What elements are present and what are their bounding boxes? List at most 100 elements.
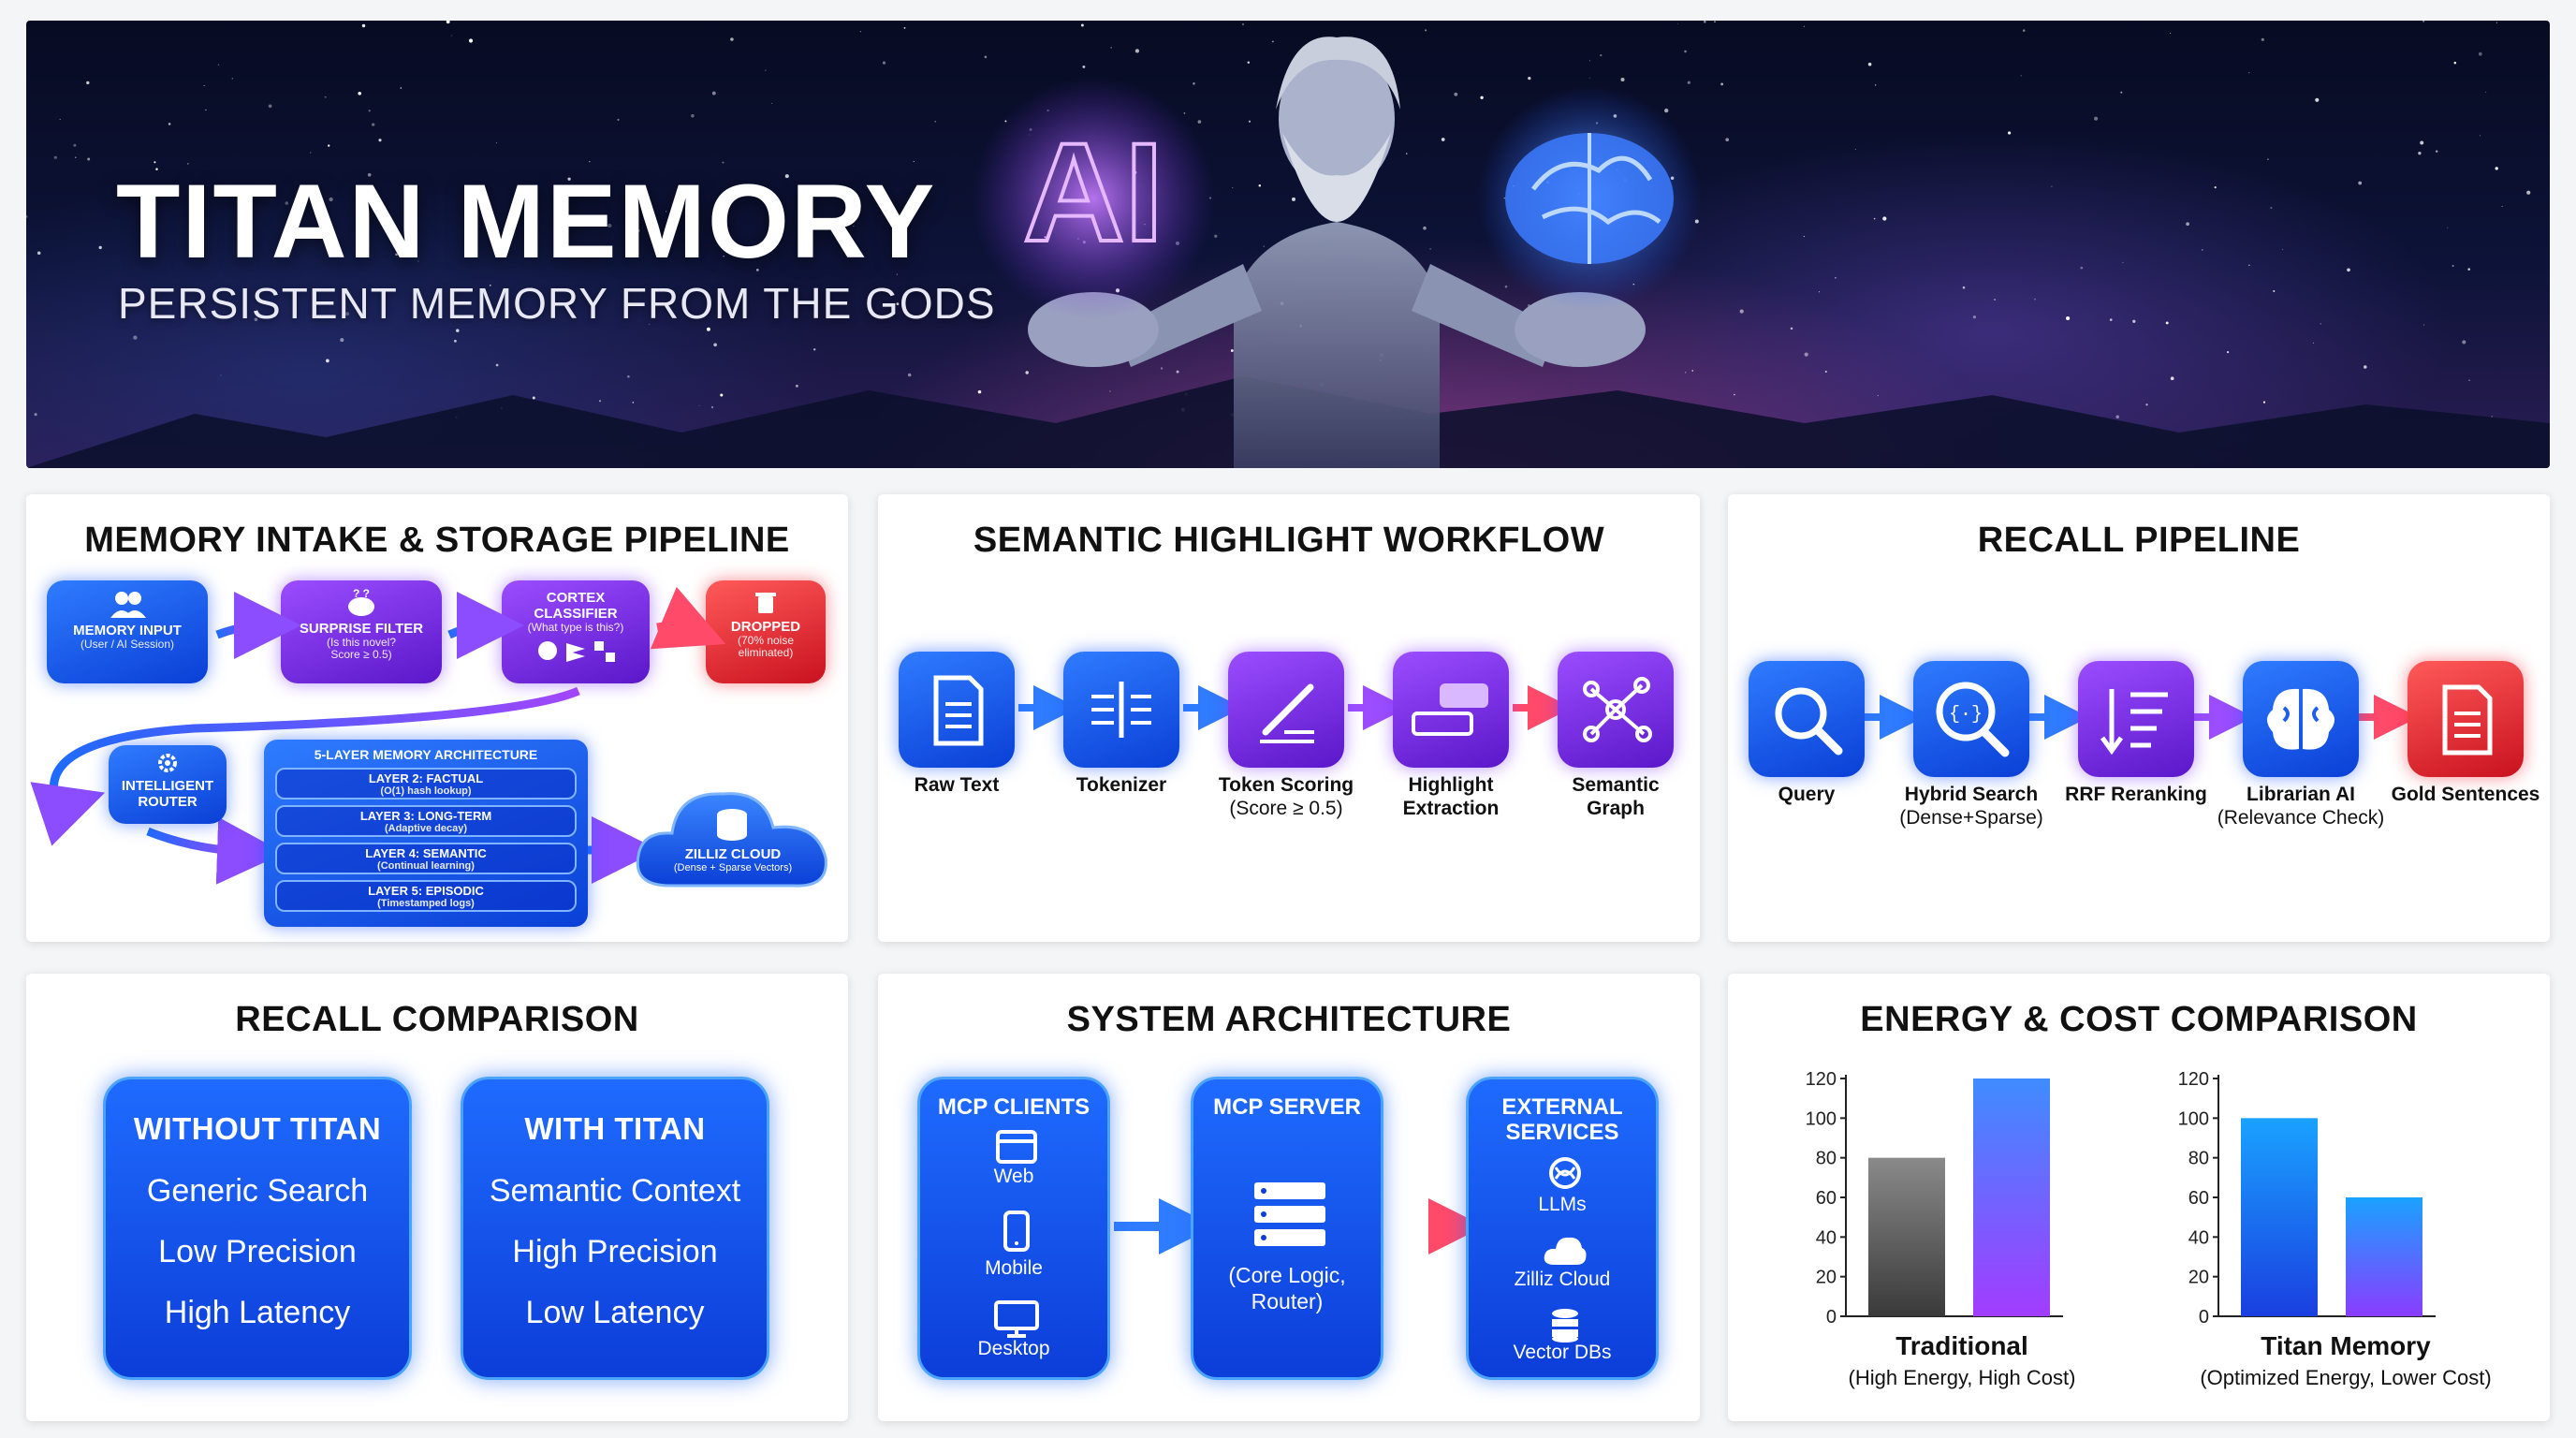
star <box>2214 186 2217 189</box>
star <box>1600 53 1603 57</box>
star <box>2501 206 2503 208</box>
star <box>1242 23 1244 25</box>
star <box>2145 404 2148 406</box>
star <box>1248 120 1251 123</box>
star <box>2495 167 2498 170</box>
token-scoring-label: Token Scoring (Score ≥ 0.5) <box>1193 773 1380 820</box>
star <box>1454 92 1458 96</box>
star <box>1818 291 1821 293</box>
chart-2-bar-1 <box>2241 1118 2318 1316</box>
star <box>468 38 474 43</box>
star <box>358 91 362 95</box>
star <box>75 156 77 158</box>
star <box>367 172 372 177</box>
surprise-filter-label: SURPRISE FILTER <box>299 621 424 637</box>
layer-episodic-name: LAYER 5: EPISODIC <box>368 884 484 898</box>
star <box>186 163 189 165</box>
star <box>2248 264 2250 266</box>
semantic-graph-node <box>1558 652 1674 768</box>
chart-1-tick-label: 80 <box>1816 1149 1837 1169</box>
star <box>723 256 724 257</box>
star <box>1790 327 1793 330</box>
ai-glow-text: AI <box>1023 113 1164 271</box>
star <box>2261 37 2264 41</box>
star <box>2020 75 2022 77</box>
star <box>86 81 90 85</box>
zilliz-cloud-shape <box>636 792 827 888</box>
star <box>1504 285 1508 288</box>
query-node <box>1749 661 1865 777</box>
star <box>1025 371 1029 374</box>
star <box>2423 324 2425 326</box>
layer-episodic: LAYER 5: EPISODIC (Timestamped logs) <box>275 880 577 912</box>
mcp-clients-heading: MCP CLIENTS <box>937 1094 1090 1120</box>
star <box>1406 153 1408 154</box>
star <box>2484 91 2487 94</box>
star <box>1230 349 1234 352</box>
layer-factual-name: LAYER 2: FACTUAL <box>368 771 484 785</box>
layer-factual: LAYER 2: FACTUAL (O(1) hash lookup) <box>275 768 577 800</box>
cloud-icon <box>1544 1237 1587 1265</box>
star <box>59 118 61 121</box>
librarian-ai-label-text: Librarian AI <box>2247 784 2355 805</box>
star <box>713 343 717 347</box>
external-services-card: EXTERNAL SERVICES LLMs Zilliz Cloud Vect… <box>1466 1077 1659 1380</box>
star <box>324 95 327 98</box>
star <box>495 363 499 367</box>
highlight-title: SEMANTIC HIGHLIGHT WORKFLOW <box>973 521 1605 560</box>
star <box>2262 401 2266 404</box>
document-icon <box>933 675 984 746</box>
star <box>771 102 773 104</box>
star <box>1214 234 1218 238</box>
token-scoring-node <box>1228 652 1344 768</box>
rrf-reranking-node <box>2078 661 2194 777</box>
tokenizer-label-text: Tokenizer <box>1076 774 1167 796</box>
star <box>268 104 272 109</box>
chart-1-xlabel-block: Traditional (High Energy, High Cost) <box>1803 1331 2121 1391</box>
star <box>859 31 861 33</box>
star <box>2248 72 2250 74</box>
librarian-ai-label: Librarian AI (Relevance Check) <box>2207 783 2394 829</box>
chart-2-xlabel-block: Titan Memory (Optimized Energy, Lower Co… <box>2168 1331 2524 1391</box>
search-icon <box>1775 687 1843 756</box>
star <box>1232 186 1234 188</box>
dropped-block: DROPPED (70% noise eliminated) <box>706 580 826 683</box>
star <box>1684 372 1687 374</box>
star <box>1292 197 1295 201</box>
star <box>1528 76 1531 81</box>
users-icon <box>110 592 146 618</box>
star <box>2022 29 2026 32</box>
star <box>2170 32 2172 34</box>
star <box>87 157 91 161</box>
star <box>400 87 402 89</box>
star <box>2170 376 2174 381</box>
chart-1-tick-label: 120 <box>1806 1069 1837 1090</box>
star <box>1588 60 1590 62</box>
query-label: Query <box>1713 783 1900 806</box>
star <box>903 27 906 29</box>
star <box>1620 77 1625 82</box>
gold-sentences-label: Gold Sentences <box>2372 783 2559 806</box>
semantic-graph-label-text: Semantic <box>1572 774 1660 796</box>
graph-icon <box>1583 677 1652 742</box>
external-vector-dbs: Vector DBs <box>1513 1342 1612 1363</box>
star <box>1676 22 1678 24</box>
star <box>2034 299 2036 301</box>
layer-episodic-desc: (Timestamped logs) <box>377 898 475 909</box>
intake-title: MEMORY INTAKE & STORAGE PIPELINE <box>84 521 790 560</box>
star <box>2008 131 2012 135</box>
star <box>1441 138 1445 141</box>
star <box>706 327 710 331</box>
star <box>720 393 724 397</box>
chart-2-tick-label: 20 <box>2188 1268 2209 1288</box>
external-zilliz: Zilliz Cloud <box>1514 1269 1611 1290</box>
star <box>1588 77 1590 79</box>
star <box>144 184 149 188</box>
star <box>1994 299 1996 301</box>
without-item: High Latency <box>164 1295 351 1330</box>
star <box>711 91 716 95</box>
brush-icon <box>1260 683 1314 743</box>
semantic-graph-label: Semantic Graph <box>1522 773 1709 820</box>
raw-text-label: Raw Text <box>863 773 1050 797</box>
recall-pipeline-panel: RECALL PIPELINE Query {·} Hybrid Search … <box>1728 494 2550 942</box>
